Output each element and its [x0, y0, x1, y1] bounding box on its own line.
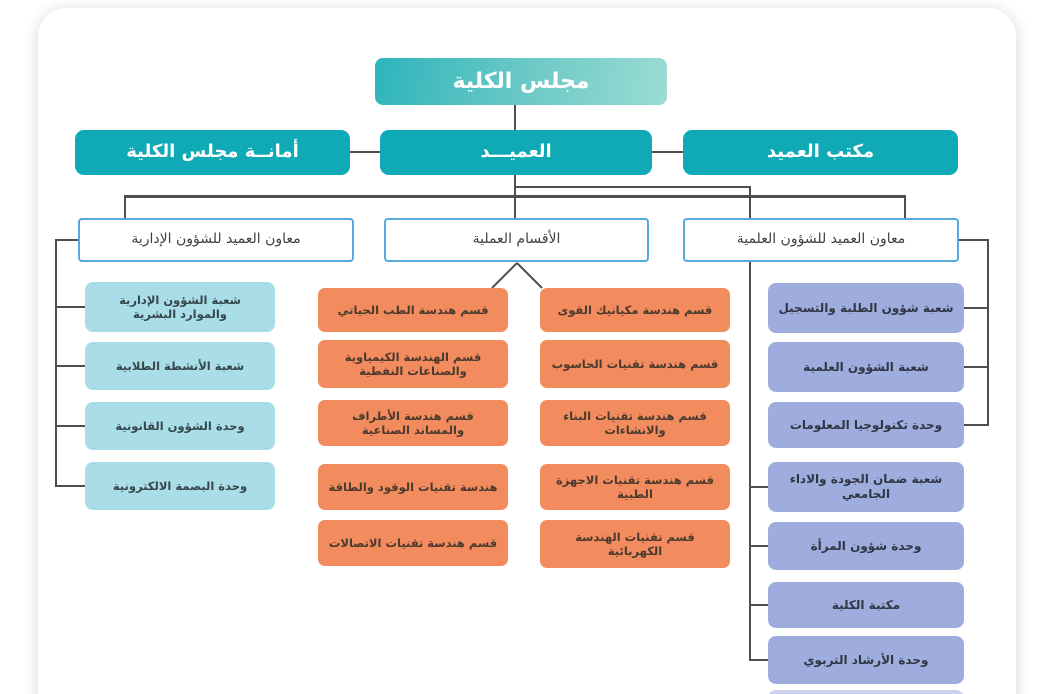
- connector: [749, 186, 751, 218]
- dept-construction: قسم هندسة تقنيات البناء والانشاءات: [540, 400, 730, 446]
- connector: [124, 195, 126, 218]
- dept-fuel-energy: هندسة تقنيات الوقود والطاقة: [318, 464, 508, 510]
- connector: [55, 239, 57, 487]
- org-box-academic-departments: الأقسام العملية: [384, 218, 649, 262]
- sci-unit-library: مكتبة الكلية: [768, 582, 964, 628]
- sci-unit-it: وحدة تكنولوجيا المعلومات: [768, 402, 964, 448]
- connector: [514, 105, 516, 130]
- connector: [55, 306, 85, 308]
- connector: [964, 424, 989, 426]
- dept-computer: قسم هندسة تقنيات الحاسوب: [540, 340, 730, 388]
- dept-electrical: قسم تقنيات الهندسة الكهربائية: [540, 520, 730, 568]
- sci-unit-student-registration: شعبة شؤون الطلبة والتسجيل: [768, 283, 964, 333]
- connector: [964, 307, 989, 309]
- connector: [55, 425, 85, 427]
- org-box-dean: العميـــد: [380, 130, 652, 175]
- admin-unit-legal: وحدة الشؤون القانونية: [85, 402, 275, 450]
- org-box-assistant-dean-scientific: معاون العميد للشؤون العلمية: [683, 218, 959, 262]
- dept-power-mechanics: قسم هندسة مكيانيك القوى: [540, 288, 730, 332]
- connector: [987, 239, 989, 426]
- connector: [350, 151, 380, 153]
- sci-unit-educational-guidance: وحدة الأرشاد التربوي: [768, 636, 964, 684]
- connector: [964, 366, 989, 368]
- dept-communications: قسم هندسة تقنيات الاتصالات: [318, 520, 508, 566]
- connector: [55, 239, 78, 241]
- connector: [904, 195, 906, 218]
- admin-unit-efingerprint: وحدة البصمة الالكترونية: [85, 462, 275, 510]
- connector: [959, 239, 989, 241]
- dept-prosthetics: قسم هندسة الأطراف والمساند الصناعية: [318, 400, 508, 446]
- sci-unit-women-affairs: وحدة شؤون المرأة: [768, 522, 964, 570]
- sci-unit-partial: [768, 690, 964, 694]
- dept-chemical-oil: قسم الهندسة الكيمياوية والصناعات النفطية: [318, 340, 508, 388]
- org-box-college-council: مجلس الكلية: [375, 58, 667, 105]
- connector: [749, 486, 768, 488]
- sci-unit-scientific-affairs: شعبة الشؤون العلمية: [768, 342, 964, 392]
- dept-medical-devices: قسم هندسة تقنيات الاجهزة الطبية: [540, 464, 730, 510]
- sci-unit-quality-assurance: شعبة ضمان الجودة والاداء الجامعي: [768, 462, 964, 512]
- connector: [55, 485, 85, 487]
- org-box-assistant-dean-admin: معاون العميد للشؤون الإدارية: [78, 218, 354, 262]
- connector: [652, 151, 683, 153]
- connector: [55, 365, 85, 367]
- connector-caret: [491, 262, 543, 289]
- dept-biomedical: قسم هندسة الطب الحياتي: [318, 288, 508, 332]
- connector: [749, 604, 768, 606]
- connector: [515, 186, 751, 188]
- admin-unit-hr: شعبة الشؤون الإدارية والموارد البشرية: [85, 282, 275, 332]
- org-box-dean-office: مكتب العميد: [683, 130, 958, 175]
- org-box-council-secretariat: أمانــة مجلس الكلية: [75, 130, 350, 175]
- connector: [749, 659, 768, 661]
- connector: [124, 195, 906, 198]
- connector: [749, 545, 768, 547]
- connector: [749, 262, 751, 661]
- admin-unit-student-activities: شعبة الأنشطة الطلابية: [85, 342, 275, 390]
